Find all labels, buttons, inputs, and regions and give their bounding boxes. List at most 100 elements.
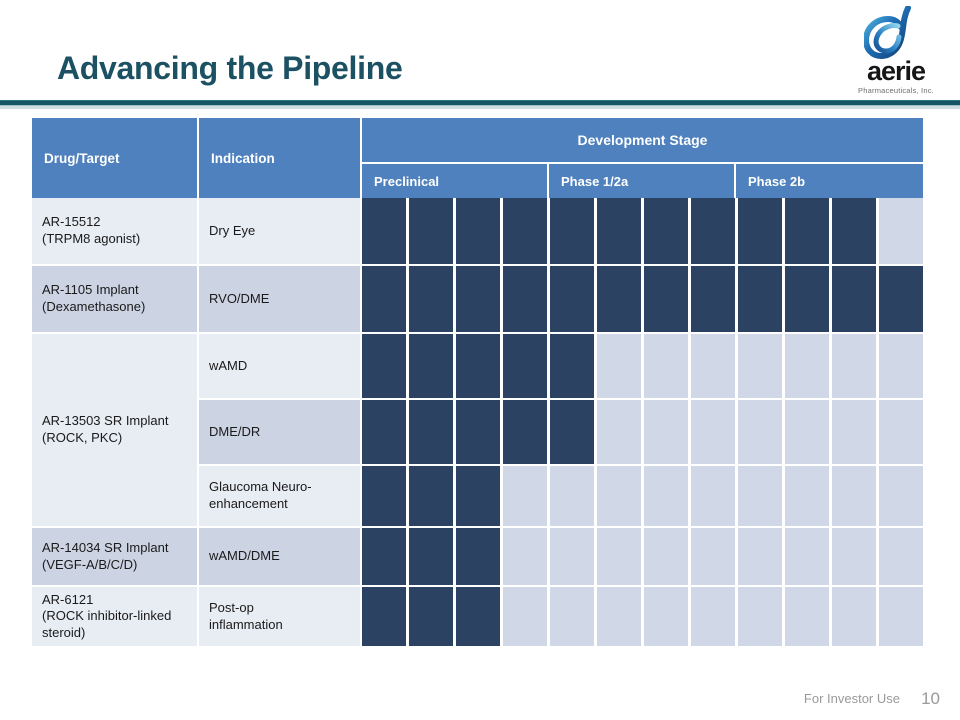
progress-segment-filled — [362, 334, 409, 398]
progress-segment-empty — [644, 334, 691, 398]
table-row: AR-14034 SR Implant (VEGF-A/B/C/D)wAMD/D… — [32, 528, 923, 587]
progress-segment-filled — [597, 198, 644, 264]
cell-drug-target: AR-6121 (ROCK inhibitor-linked steroid) — [32, 587, 199, 648]
progress-segment-filled — [644, 198, 691, 264]
progress-segment-empty — [832, 334, 879, 398]
table-row: AR-13503 SR Implant (ROCK, PKC)wAMD — [32, 334, 923, 528]
progress-segment-filled — [456, 400, 503, 464]
progress-segment-filled — [362, 466, 409, 526]
progress-segment-filled — [785, 266, 832, 332]
progress-segment-filled — [456, 466, 503, 526]
page-number: 10 — [921, 689, 940, 708]
cell-progress-bar — [362, 198, 923, 266]
aerie-swirl-logo-icon — [862, 5, 928, 62]
progress-segment-empty — [550, 528, 597, 585]
aerie-wordmark: aerie — [866, 56, 926, 86]
title-divider-shadow — [0, 106, 960, 109]
progress-segment-empty — [738, 334, 785, 398]
progress-segment-empty — [785, 587, 832, 646]
title-divider — [0, 100, 960, 106]
table-row: AR-6121 (ROCK inhibitor-linked steroid)P… — [32, 587, 923, 648]
progress-segment-filled — [456, 198, 503, 264]
progress-segment-empty — [832, 400, 879, 464]
progress-segment-empty — [644, 466, 691, 526]
aerie-tagline: Pharmaceuticals, Inc. — [858, 86, 934, 95]
progress-segment-empty — [597, 466, 644, 526]
table-row: Glaucoma Neuro- enhancement — [32, 466, 923, 528]
progress-segment-filled — [550, 334, 597, 398]
progress-segment-filled — [362, 198, 409, 264]
cell-progress-bar — [362, 400, 923, 466]
progress-segment-empty — [691, 528, 738, 585]
cell-indication: Glaucoma Neuro- enhancement — [199, 466, 362, 528]
table-row: AR-15512 (TRPM8 agonist)Dry Eye — [32, 198, 923, 266]
progress-segment-empty — [738, 587, 785, 646]
progress-segment-empty — [503, 528, 550, 585]
cell-progress-bar — [362, 466, 923, 528]
progress-segment-empty — [879, 528, 923, 585]
progress-segment-empty — [879, 400, 923, 464]
cell-drug-target: AR-13503 SR Implant (ROCK, PKC) — [32, 334, 199, 528]
page-title: Advancing the Pipeline — [57, 50, 403, 86]
progress-segment-empty — [785, 334, 832, 398]
cell-progress-bar — [362, 528, 923, 587]
progress-segment-filled — [456, 528, 503, 585]
progress-segment-filled — [409, 334, 456, 398]
progress-segment-filled — [362, 528, 409, 585]
progress-segment-filled — [362, 587, 409, 646]
progress-segment-empty — [879, 466, 923, 526]
progress-segment-empty — [738, 528, 785, 585]
progress-segment-empty — [597, 400, 644, 464]
progress-segment-filled — [785, 198, 832, 264]
progress-segment-filled — [503, 198, 550, 264]
progress-segment-filled — [362, 400, 409, 464]
progress-segment-filled — [362, 266, 409, 332]
progress-segment-empty — [832, 466, 879, 526]
aerie-logo: aerie Pharmaceuticals, Inc. — [844, 5, 948, 98]
progress-segment-filled — [409, 266, 456, 332]
progress-segment-empty — [691, 466, 738, 526]
progress-segment-empty — [644, 587, 691, 646]
progress-segment-empty — [785, 466, 832, 526]
progress-segment-empty — [879, 587, 923, 646]
progress-segment-filled — [832, 198, 879, 264]
progress-segment-filled — [738, 266, 785, 332]
progress-segment-empty — [879, 334, 923, 398]
cell-indication: wAMD — [199, 334, 362, 400]
column-header-phase-2b: Phase 2b — [736, 164, 923, 198]
column-header-development-stage: Development Stage — [362, 118, 923, 164]
progress-segment-filled — [503, 400, 550, 464]
cell-progress-bar — [362, 587, 923, 648]
progress-segment-empty — [597, 334, 644, 398]
column-header-phase-1-2a: Phase 1/2a — [549, 164, 736, 198]
progress-segment-empty — [785, 528, 832, 585]
progress-segment-filled — [597, 266, 644, 332]
cell-indication: Dry Eye — [199, 198, 362, 266]
cell-indication: wAMD/DME — [199, 528, 362, 587]
progress-segment-filled — [691, 266, 738, 332]
progress-segment-empty — [644, 400, 691, 464]
cell-progress-bar — [362, 266, 923, 334]
progress-segment-empty — [738, 400, 785, 464]
progress-segment-filled — [409, 466, 456, 526]
progress-segment-filled — [644, 266, 691, 332]
progress-segment-empty — [691, 400, 738, 464]
cell-drug-target: AR-14034 SR Implant (VEGF-A/B/C/D) — [32, 528, 199, 587]
progress-segment-filled — [550, 400, 597, 464]
progress-segment-empty — [550, 587, 597, 646]
progress-segment-empty — [832, 587, 879, 646]
column-header-drug-target: Drug/Target — [32, 118, 199, 198]
column-header-preclinical: Preclinical — [362, 164, 549, 198]
progress-segment-empty — [503, 587, 550, 646]
progress-segment-filled — [409, 528, 456, 585]
progress-segment-filled — [503, 334, 550, 398]
progress-segment-empty — [691, 587, 738, 646]
cell-indication: DME/DR — [199, 400, 362, 466]
cell-drug-target: AR-15512 (TRPM8 agonist) — [32, 198, 199, 266]
progress-segment-empty — [597, 528, 644, 585]
progress-segment-empty — [644, 528, 691, 585]
progress-segment-filled — [503, 266, 550, 332]
progress-segment-empty — [879, 198, 923, 264]
progress-segment-empty — [738, 466, 785, 526]
progress-segment-filled — [409, 198, 456, 264]
